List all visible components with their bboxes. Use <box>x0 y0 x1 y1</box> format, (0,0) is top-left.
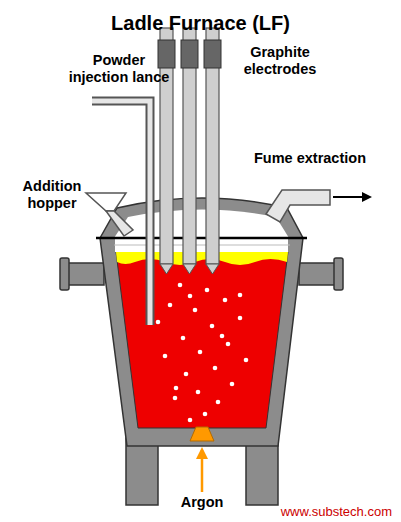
argon-bubble <box>226 342 231 347</box>
diagram-title: Ladle Furnace (LF) <box>0 12 401 35</box>
argon-bubble <box>223 298 228 303</box>
argon-bubble <box>188 418 193 423</box>
argon-bubble <box>168 303 173 308</box>
argon-bubble <box>203 412 208 417</box>
electrode-tip <box>183 264 196 274</box>
electrode-clamp <box>181 40 198 68</box>
argon-bubble <box>238 293 243 298</box>
argon-bubble <box>210 324 215 329</box>
electrode-clamp <box>204 40 221 68</box>
argon-bubble <box>193 308 198 313</box>
argon-bubble <box>216 400 221 405</box>
argon-bubble <box>220 334 225 339</box>
argon-bubble <box>196 390 201 395</box>
watermark: www.substech.com <box>262 503 392 520</box>
part-label: Graphite electrodes <box>232 44 328 78</box>
part-label: Addition hopper <box>14 178 90 212</box>
argon-bubble <box>205 288 210 293</box>
part-label: Fume extraction <box>240 150 380 167</box>
electrode-clamp <box>158 40 175 68</box>
argon-bubble <box>238 316 243 321</box>
part-label: Argon <box>162 494 242 511</box>
argon-bubble <box>198 350 203 355</box>
argon-bubble <box>184 372 189 377</box>
argon-bubble <box>244 358 249 363</box>
argon-bubble <box>156 320 161 325</box>
argon-bubble <box>173 396 178 401</box>
argon-bubble <box>188 294 193 299</box>
argon-bubble <box>213 366 218 371</box>
argon-bubble <box>181 336 186 341</box>
part-label: Powder injection lance <box>62 52 176 86</box>
argon-bubble <box>174 386 179 391</box>
argon-bubble <box>230 382 235 387</box>
electrode-tip <box>206 264 219 274</box>
argon-bubble <box>178 283 183 288</box>
argon-bubble <box>163 354 168 359</box>
electrode-tip <box>160 264 173 274</box>
